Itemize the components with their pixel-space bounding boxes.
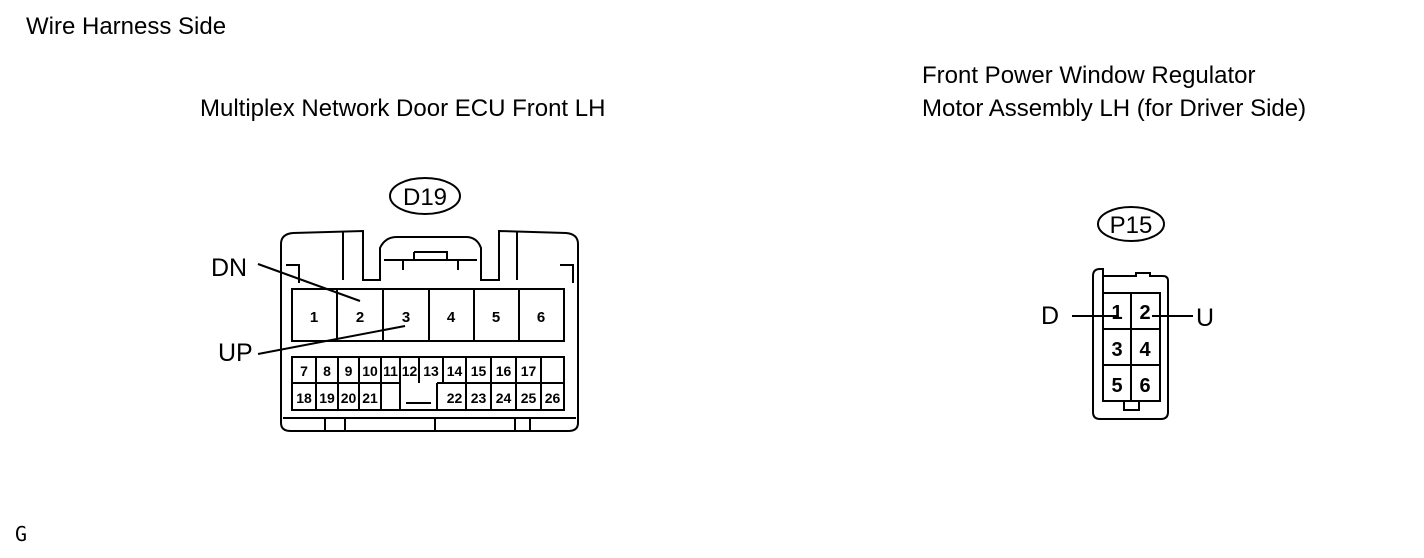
motor-code: P15 [1110, 212, 1153, 239]
ecu-pin-3: 3 [402, 309, 410, 326]
ecu-pin-12: 12 [402, 363, 418, 379]
ecu-pin-15: 15 [471, 363, 487, 379]
footer-mark: G [15, 522, 28, 546]
motor-pin-3: 3 [1111, 339, 1122, 361]
ecu-pin-2: 2 [356, 309, 364, 326]
ecu-up-leader [257, 325, 406, 355]
ecu-pin-21: 21 [362, 390, 378, 406]
ecu-pin-14: 14 [447, 363, 463, 379]
motor-name-line1: Front Power Window Regulator [922, 62, 1256, 89]
ecu-pin-18: 18 [296, 390, 312, 406]
ecu-name: Multiplex Network Door ECU Front LH [200, 95, 606, 122]
motor-d-label: D [1041, 302, 1060, 330]
motor-u-label: U [1196, 304, 1215, 332]
ecu-pin-24: 24 [496, 390, 512, 406]
ecu-pin-25: 25 [521, 390, 537, 406]
ecu-code: D19 [403, 184, 447, 211]
ecu-code-oval [389, 177, 461, 215]
ecu-dn-leader [257, 263, 361, 302]
ecu-pin-4: 4 [447, 309, 456, 326]
motor-pin-5: 5 [1111, 375, 1122, 397]
ecu-pin-19: 19 [319, 390, 335, 406]
ecu-pin-1: 1 [310, 309, 318, 326]
ecu-pin-13: 13 [423, 363, 439, 379]
ecu-pin-9: 9 [345, 363, 353, 379]
motor-pin-4: 4 [1139, 339, 1151, 361]
ecu-pin-7: 7 [300, 363, 308, 379]
ecu-pin-10: 10 [362, 363, 378, 379]
motor-code-oval [1097, 206, 1165, 242]
motor-pin-1: 1 [1111, 302, 1122, 324]
ecu-connector [257, 177, 579, 432]
ecu-pin-5: 5 [492, 309, 500, 326]
ecu-pin-8: 8 [323, 363, 331, 379]
motor-pin-6: 6 [1139, 375, 1150, 397]
motor-pin-2: 2 [1139, 302, 1150, 324]
ecu-pin-20: 20 [341, 390, 357, 406]
ecu-dn-label: DN [211, 254, 248, 282]
ecu-pin-16: 16 [496, 363, 512, 379]
ecu-pin-6: 6 [537, 309, 545, 326]
ecu-pin-26: 26 [545, 390, 561, 406]
ecu-pin-23: 23 [471, 390, 487, 406]
motor-name-line2: Motor Assembly LH (for Driver Side) [922, 95, 1307, 122]
page-title: Wire Harness Side [26, 13, 227, 40]
ecu-pin-17: 17 [521, 363, 537, 379]
ecu-up-label: UP [218, 339, 253, 367]
motor-connector [1072, 206, 1193, 420]
ecu-pin-22: 22 [447, 390, 463, 406]
ecu-pin-11: 11 [383, 363, 398, 379]
